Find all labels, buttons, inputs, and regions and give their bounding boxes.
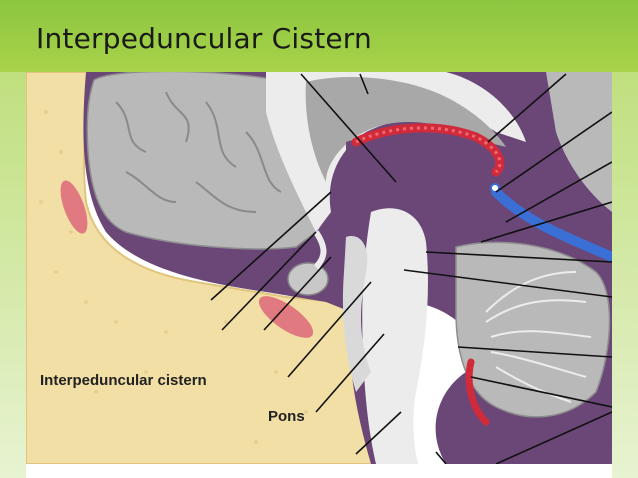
leader-lines xyxy=(210,73,612,464)
vein-origin xyxy=(490,183,500,193)
frontal-sinus xyxy=(60,180,88,234)
fornix xyxy=(305,77,506,182)
occipital-lobe xyxy=(546,72,612,212)
infundibulum xyxy=(313,230,327,270)
choroid-plexus-detail xyxy=(355,126,502,174)
title-bar xyxy=(0,0,638,72)
sphenoid-sinus xyxy=(258,296,314,338)
bone-texture xyxy=(39,110,308,444)
midbrain xyxy=(342,236,371,392)
fourth-ventricle-plexus xyxy=(465,358,490,426)
brainstem xyxy=(362,208,428,464)
gyri xyxy=(115,91,282,213)
slide-title: Interpeduncular Cistern xyxy=(36,22,372,55)
side-gradient-right xyxy=(612,72,638,478)
label-pons: Pons xyxy=(268,408,305,425)
arbor-vitae xyxy=(485,271,592,403)
side-gradient-left xyxy=(0,72,26,478)
third-ventricle xyxy=(346,133,489,212)
great-cerebral-vein xyxy=(491,187,612,262)
anatomy-figure: Interpeduncular cistern Pons xyxy=(26,72,612,464)
label-interpeduncular-cistern: Interpeduncular cistern xyxy=(40,372,207,389)
midsagittal-brain-illustration: Interpeduncular cistern Pons xyxy=(26,72,612,464)
